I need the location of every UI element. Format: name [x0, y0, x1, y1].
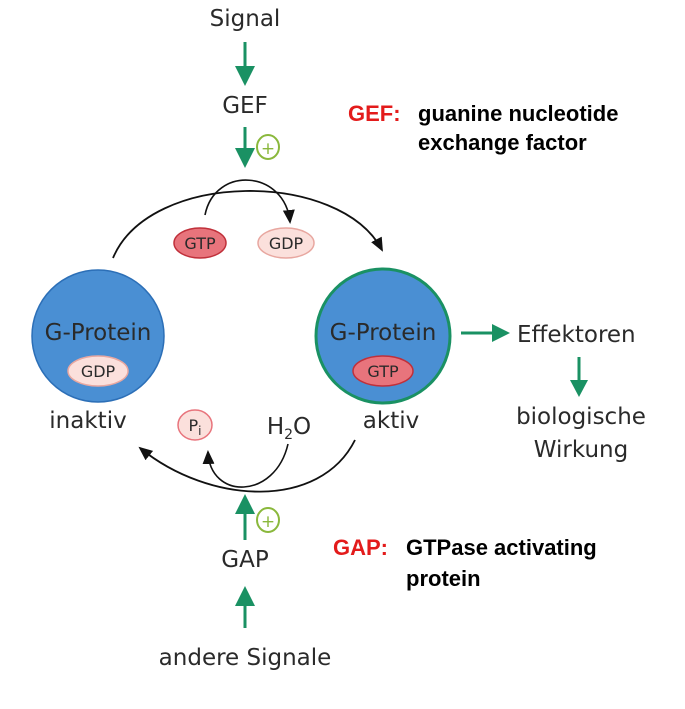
- phosphate-label: Pi: [189, 416, 202, 438]
- gap-plus-sign: +: [261, 512, 275, 532]
- exchange-arc: [204, 179, 295, 224]
- phosphate-p: P: [189, 416, 199, 435]
- water-o: O: [293, 414, 311, 440]
- gef-definition-line2: exchange factor: [418, 130, 587, 155]
- hydrolysis-exchange-arc: [202, 443, 289, 488]
- inactive-g-protein: G-Protein GDP: [31, 269, 165, 403]
- incoming-gtp-pill: GTP: [173, 227, 227, 259]
- active-gtp-pill: [352, 355, 414, 387]
- signal-label: Signal: [210, 6, 281, 32]
- gef-down-arrow: [235, 127, 255, 168]
- gap-definition-line1: GTPase activating: [406, 535, 597, 560]
- outgoing-gdp-pill: GDP: [257, 227, 315, 259]
- gap-definition-line2: protein: [406, 566, 481, 591]
- gap-up-arrow: [235, 494, 255, 540]
- bio-effect-line1: biologische: [516, 404, 646, 430]
- outgoing-gdp-label: GDP: [269, 234, 304, 253]
- incoming-gtp-label: GTP: [184, 234, 216, 253]
- bio-effect-arrow: [570, 357, 588, 397]
- gef-label: GEF: [222, 93, 268, 119]
- signals-up-arrow: [235, 586, 255, 628]
- inactive-gdp-pill: [67, 355, 129, 387]
- gef-plus-icon: +: [256, 134, 280, 160]
- active-gtp-label: GTP: [367, 362, 399, 381]
- hydrolysis-arc: [138, 439, 356, 493]
- gef-definition-key: GEF:: [348, 101, 401, 126]
- phosphate-sub: i: [198, 424, 201, 438]
- gef-definition-line1: guanine nucleotide: [418, 101, 618, 126]
- gap-label: GAP: [221, 547, 269, 573]
- water-h: H: [267, 414, 284, 440]
- bio-effect-line2: Wirkung: [534, 437, 628, 463]
- inactive-label: inaktiv: [49, 408, 126, 434]
- inactive-gdp-label: GDP: [81, 362, 116, 381]
- effectors-label: Effektoren: [517, 322, 636, 348]
- other-signals-label: andere Signale: [159, 645, 332, 671]
- activation-arc: [112, 190, 383, 259]
- active-g-protein: G-Protein GTP: [314, 267, 452, 405]
- gef-plus-sign: +: [261, 139, 275, 159]
- effector-arrow: [461, 324, 510, 342]
- water-label: H2O: [267, 414, 311, 443]
- water-sub: 2: [284, 427, 293, 443]
- active-label: aktiv: [363, 408, 419, 434]
- gap-definition-key: GAP:: [333, 535, 388, 560]
- signal-down-arrow: [235, 42, 255, 86]
- active-protein-title: G-Protein: [330, 320, 437, 346]
- gap-plus-icon: +: [256, 507, 280, 533]
- phosphate-pill: Pi: [177, 409, 213, 441]
- inactive-protein-title: G-Protein: [45, 320, 152, 346]
